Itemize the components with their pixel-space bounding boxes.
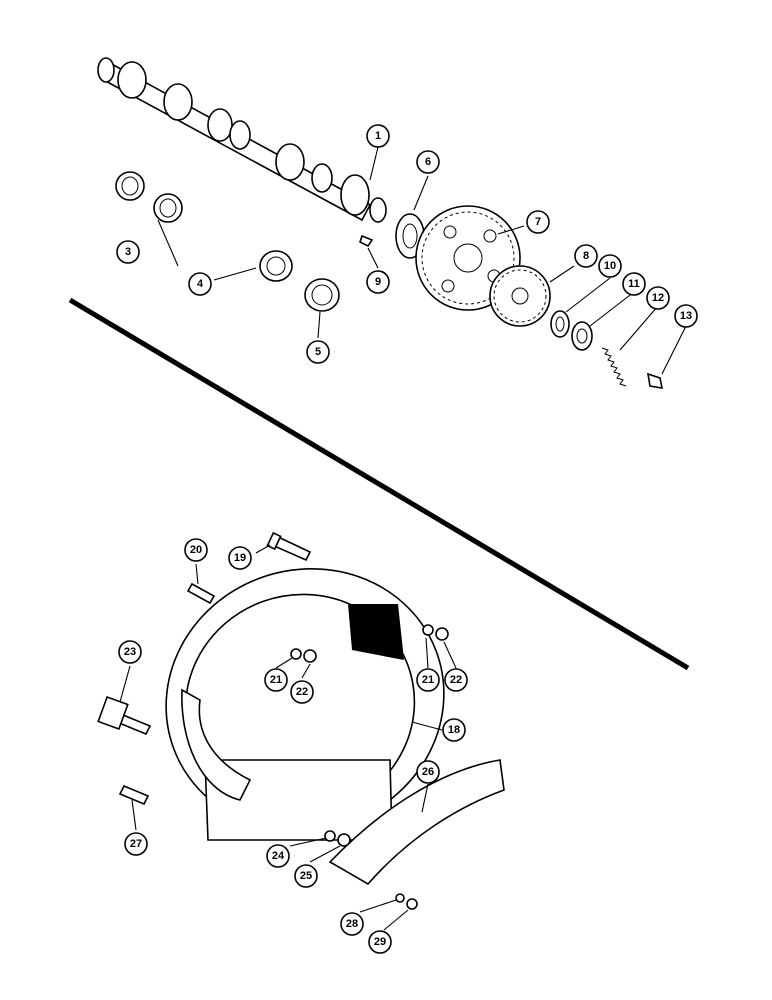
callout-label: 21 — [422, 674, 434, 686]
idler-gear — [489, 265, 551, 327]
cam-bearing-b — [259, 250, 293, 282]
callout-6: 6 — [416, 150, 440, 174]
callout-label: 12 — [652, 292, 664, 304]
callout-label: 7 — [535, 216, 541, 228]
callout-23: 23 — [118, 640, 142, 664]
callout-21: 21 — [416, 668, 440, 692]
spring — [601, 347, 627, 387]
callout-label: 28 — [346, 918, 358, 930]
callout-8: 8 — [574, 244, 598, 268]
callout-label: 3 — [125, 246, 131, 258]
bolt-27 — [118, 784, 150, 806]
callout-label: 18 — [448, 724, 460, 736]
nut-25 — [337, 833, 351, 847]
stud-23 — [97, 695, 152, 736]
washer-28 — [395, 893, 405, 903]
cam-bearing-front — [115, 171, 145, 201]
callout-label: 26 — [422, 766, 434, 778]
section-divider-line — [68, 297, 690, 671]
callout-label: 8 — [583, 250, 589, 262]
callout-label: 5 — [315, 346, 321, 358]
callout-28: 28 — [340, 912, 364, 936]
callout-label: 23 — [124, 646, 136, 658]
leader-lines — [119, 146, 687, 931]
camshaft — [97, 57, 387, 223]
washer-21-right — [422, 624, 434, 636]
nut-22-left — [303, 649, 317, 663]
nut-29 — [406, 898, 418, 910]
callout-label: 21 — [270, 674, 282, 686]
callout-22: 22 — [444, 668, 468, 692]
callout-label: 22 — [450, 674, 462, 686]
callout-label: 1 — [375, 130, 381, 142]
callout-19: 19 — [228, 546, 252, 570]
callout-label: 29 — [374, 936, 386, 948]
callout-10: 10 — [598, 254, 622, 278]
callout-18: 18 — [442, 718, 466, 742]
woodruff-key — [359, 234, 374, 248]
callout-13: 13 — [674, 304, 698, 328]
nut — [571, 321, 593, 351]
cam-bearing-rear — [304, 278, 340, 312]
callout-label: 27 — [130, 838, 142, 850]
callout-3: 3 — [116, 240, 140, 264]
callout-label: 24 — [272, 850, 285, 862]
callout-label: 25 — [300, 870, 312, 882]
bolt-19 — [266, 531, 312, 562]
plunger — [646, 372, 664, 389]
callout-26: 26 — [416, 760, 440, 784]
callout-20: 20 — [184, 538, 208, 562]
callout-label: 20 — [190, 544, 202, 556]
callout-21: 21 — [264, 668, 288, 692]
callout-label: 19 — [234, 552, 246, 564]
bolt-20 — [186, 582, 216, 605]
callout-12: 12 — [646, 286, 670, 310]
callout-11: 11 — [622, 272, 646, 296]
callout-27: 27 — [124, 832, 148, 856]
callout-label: 4 — [197, 278, 204, 290]
callout-29: 29 — [368, 930, 392, 954]
nut-22-right — [435, 627, 449, 641]
callout-label: 9 — [375, 276, 381, 288]
washer — [550, 310, 570, 338]
callout-22: 22 — [290, 680, 314, 704]
callout-25: 25 — [294, 864, 318, 888]
cam-bearing-a — [153, 193, 183, 223]
callout-1: 1 — [366, 124, 390, 148]
callout-7: 7 — [526, 210, 550, 234]
callout-4: 4 — [188, 272, 212, 296]
callout-label: 22 — [296, 686, 308, 698]
washer-21-left — [290, 648, 302, 660]
callout-label: 13 — [680, 310, 692, 322]
washer-24 — [324, 830, 336, 842]
callout-5: 5 — [306, 340, 330, 364]
callout-label: 6 — [425, 156, 431, 168]
cover-plate — [328, 759, 505, 886]
callout-label: 10 — [604, 260, 616, 272]
callout-24: 24 — [266, 844, 290, 868]
callout-label: 11 — [628, 278, 640, 290]
callout-9: 9 — [366, 270, 390, 294]
